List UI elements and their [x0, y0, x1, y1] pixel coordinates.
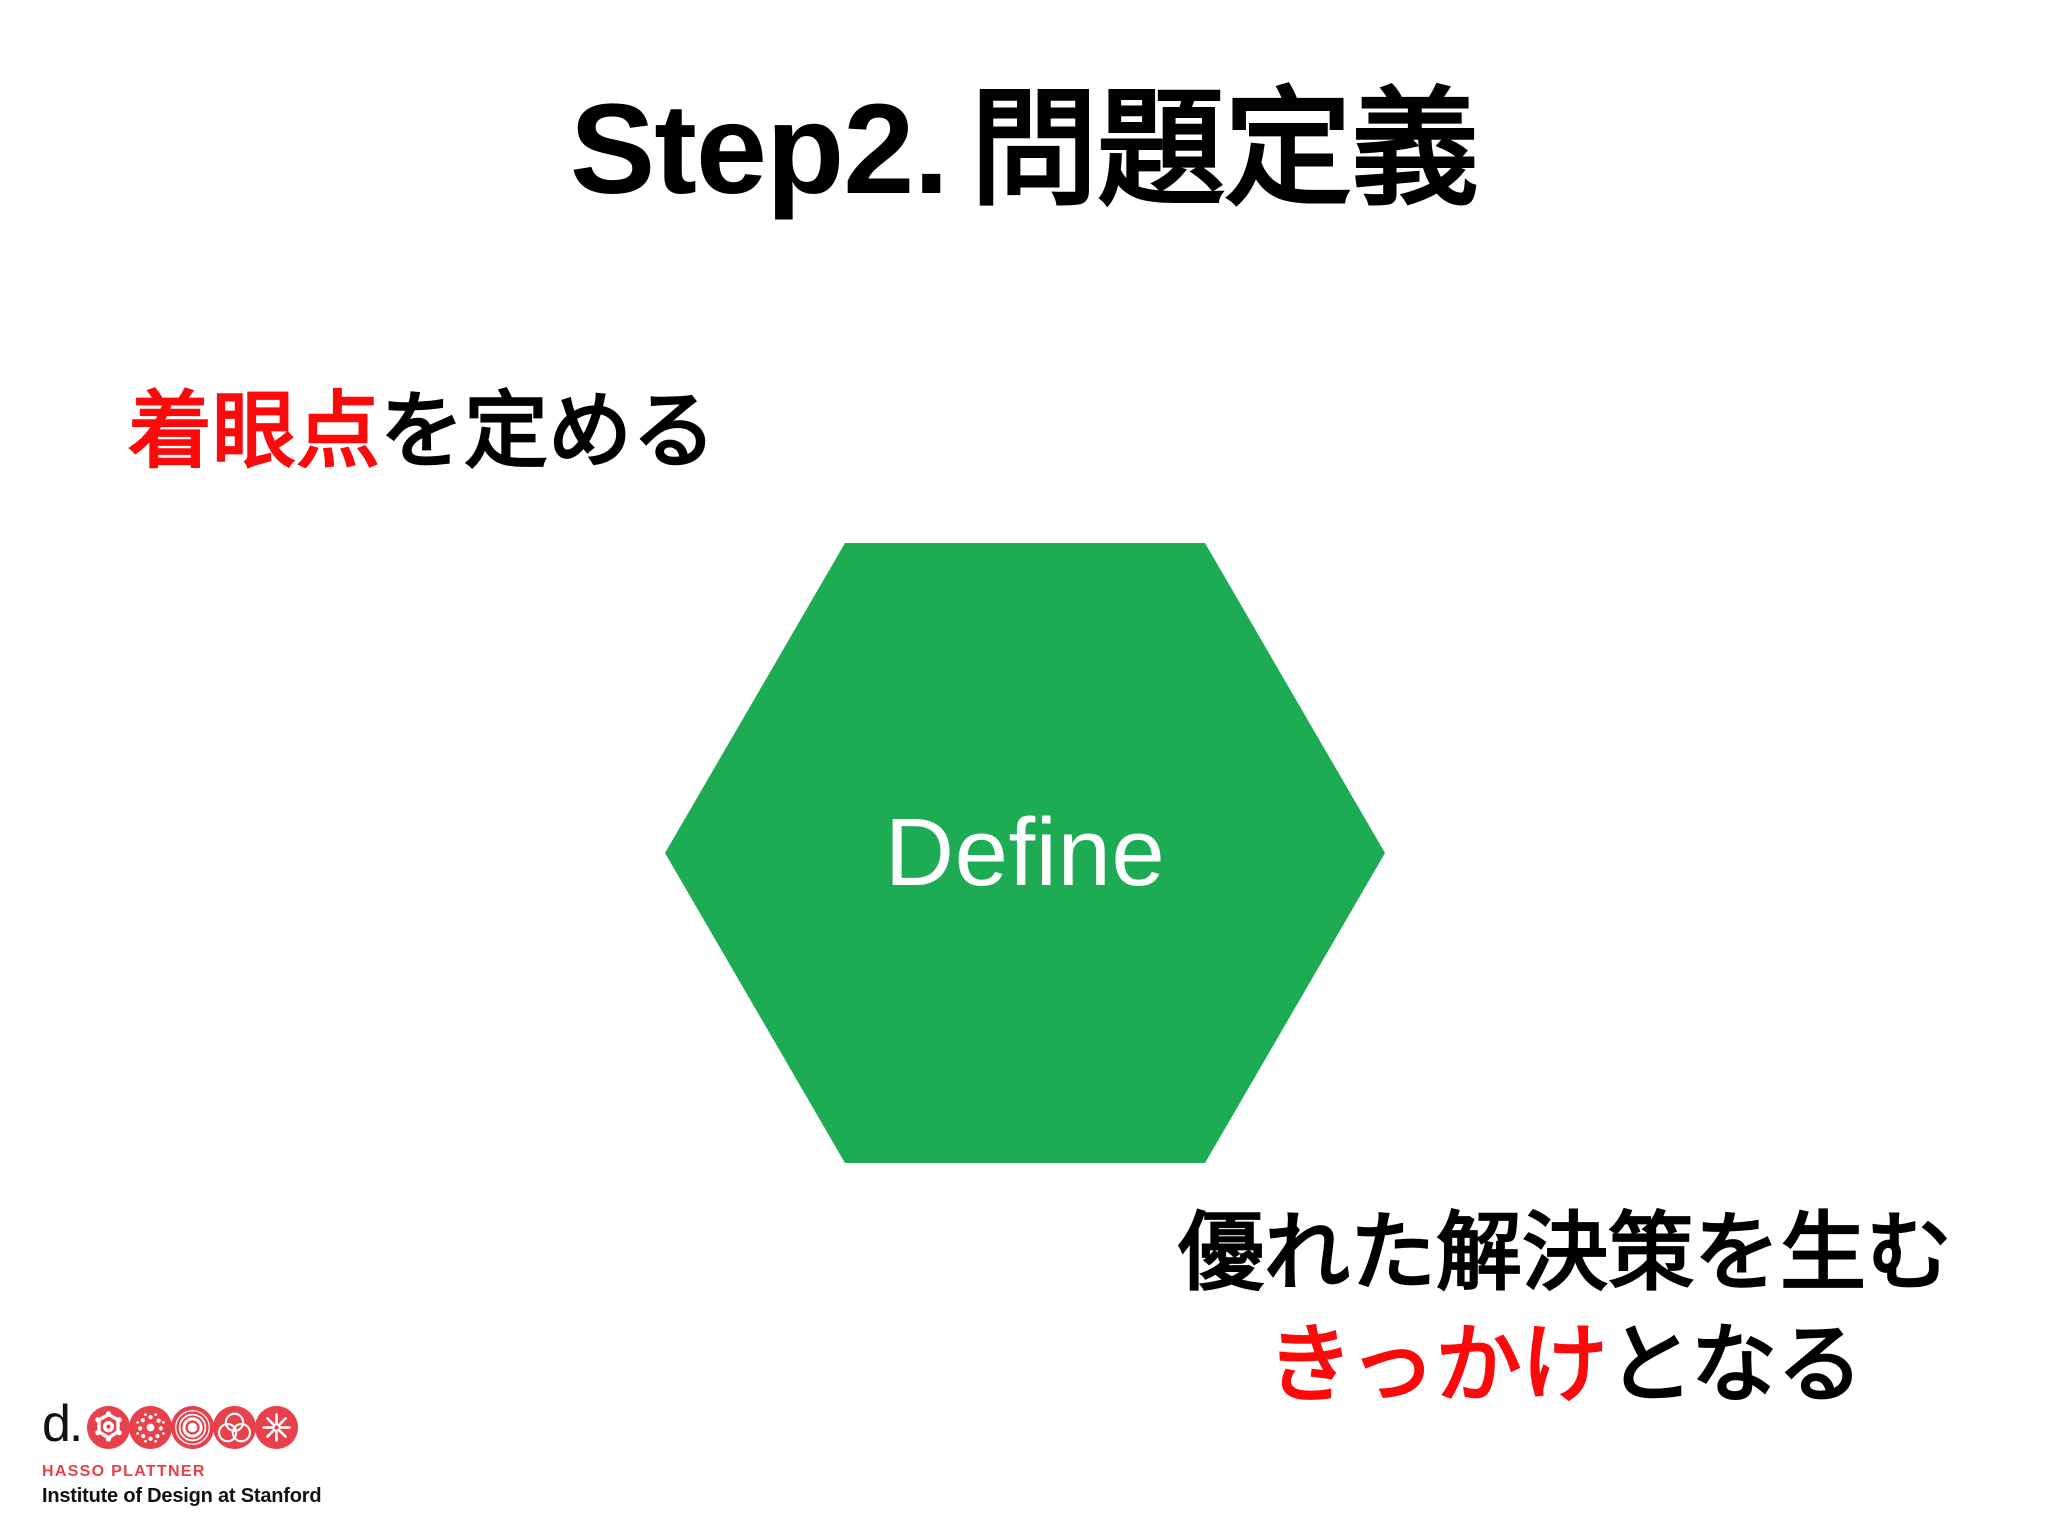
caption-bottom: 優れた解決策を生む きっかけとなる	[1178, 1198, 1952, 1422]
page-title-japanese: 問題定義	[970, 75, 1479, 224]
caption-bottom-line-2: きっかけとなる	[1178, 1310, 1952, 1422]
hexagon-label: Define	[884, 799, 1166, 906]
logo-wordmark: d.	[42, 1395, 83, 1453]
caption-bottom-line-1: 優れた解決策を生む	[1178, 1203, 1952, 1304]
triquetra-icon	[213, 1405, 257, 1449]
page-title: Step2.問題定義	[0, 78, 2048, 221]
define-hexagon: Define	[665, 543, 1385, 1163]
logo-org-line-1: HASSO PLATTNER	[42, 1463, 206, 1480]
caption-top-rest: を定める	[380, 382, 717, 480]
caption-bottom-highlight: きっかけ	[1267, 1315, 1608, 1416]
logo-org-line-2: Institute of Design at Stanford	[42, 1485, 322, 1507]
logo-mark: d.	[42, 1395, 332, 1455]
gear-icon	[87, 1405, 131, 1449]
caption-top-highlight: 着眼点	[128, 382, 381, 480]
dots-cluster-icon	[129, 1405, 173, 1449]
caption-top: 着眼点を定める	[128, 382, 716, 481]
caption-bottom-rest: となる	[1607, 1315, 1863, 1416]
snowflake-icon	[255, 1405, 299, 1449]
dschool-logo: d.	[42, 1395, 332, 1508]
page-title-latin: Step2.	[569, 78, 949, 221]
concentric-circles-icon	[171, 1405, 215, 1449]
logo-icon-row	[87, 1405, 299, 1449]
hexagon-shape	[665, 543, 1385, 1163]
